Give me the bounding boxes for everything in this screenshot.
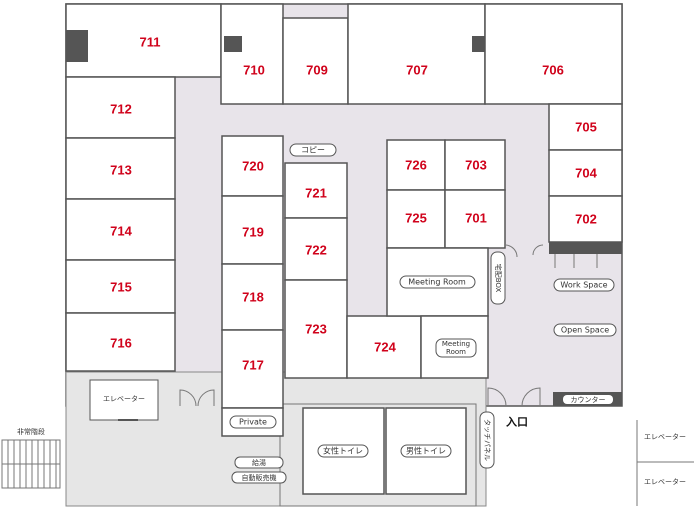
delivery-box-label: 宅配BOX [494,264,503,293]
work-space: Work Space [553,254,615,292]
room-709-label: 709 [306,63,328,78]
room-706-label: 706 [542,63,564,78]
room-716-label: 716 [110,336,132,351]
counter-label: カウンター [571,395,606,404]
room-701[interactable]: 701 [444,189,506,249]
copy-machine: コピー [289,143,337,157]
room-721-label: 721 [305,186,327,201]
room-704[interactable]: 704 [548,149,623,197]
room-715-label: 715 [110,280,132,295]
room-712[interactable]: 712 [65,76,176,139]
entrance-label: 入口 [506,416,528,429]
room-705[interactable]: 705 [548,103,623,151]
room-724[interactable]: 724 [346,315,422,379]
room-701-label: 701 [465,211,487,226]
meeting-room-large[interactable]: Meeting Room [386,247,489,317]
room-706[interactable]: 706 [484,3,623,105]
room-724-label: 724 [374,340,396,355]
touch-panel: タッチパネル [479,411,495,469]
kitchen-label: 給湯 [252,458,266,467]
entrance-door [487,387,541,407]
meeting-room-small[interactable]: Meeting Room [420,315,489,379]
emergency-stairs-label: 非常階段 [17,427,45,436]
room-714-label: 714 [110,224,132,239]
elevator-hall-label: エレベーター [103,394,145,403]
meeting-room-large-label: Meeting Room [408,278,466,287]
delivery-box: 宅配BOX [490,251,506,305]
room-723[interactable]: 723 [284,279,348,379]
room-713[interactable]: 713 [65,137,176,200]
room-707[interactable]: 707 [347,3,490,105]
room-720[interactable]: 720 [221,135,284,197]
room-725-label: 725 [405,211,427,226]
room-714[interactable]: 714 [65,198,176,261]
wall-block [549,242,622,254]
emergency-stairs: 非常階段 [1,427,61,489]
room-717[interactable]: 717 [221,329,284,409]
room-710-label: 710 [243,63,265,78]
open-space-label: Open Space [561,326,609,335]
private-room[interactable]: Private [221,407,284,437]
room-717-label: 717 [242,358,264,373]
room-713-label: 713 [110,163,132,178]
room-718-label: 718 [242,290,264,305]
private-label: Private [239,418,267,427]
touch-panel-label: タッチパネル [483,419,492,461]
copy-label: コピー [301,146,325,155]
room-722-label: 722 [305,243,327,258]
room-723-label: 723 [305,322,327,337]
room-704-label: 704 [575,166,597,181]
elevator-right-1-label: エレベーター [644,432,686,441]
reception-counter: カウンター [553,392,622,406]
room-715[interactable]: 715 [65,259,176,314]
room-712-label: 712 [110,102,132,117]
room-722[interactable]: 722 [284,217,348,281]
women-toilet[interactable]: 女性トイレ [302,407,385,495]
room-711[interactable]: 711 [65,3,222,78]
room-725[interactable]: 725 [386,189,446,249]
elevator-right-2-label: エレベーター [644,477,686,486]
work-space-label: Work Space [560,281,607,290]
door-left [179,389,215,407]
room-719-label: 719 [242,225,264,240]
room-726-label: 726 [405,158,427,173]
room-711-label: 711 [140,35,161,50]
vending-label: 自動販売機 [242,473,277,482]
room-716[interactable]: 716 [65,312,176,372]
room-720-label: 720 [242,159,264,174]
women-toilet-label: 女性トイレ [323,446,363,456]
elevator-right-bank: エレベーター エレベーター [636,420,694,506]
meeting-room-small-label-1: Meeting [442,340,470,348]
room-721[interactable]: 721 [284,162,348,219]
room-703-label: 703 [465,158,487,173]
room-707-label: 707 [406,63,428,78]
kitchen-area: 給湯 自動販売機 [231,456,287,484]
room-702[interactable]: 702 [548,195,623,243]
room-710[interactable]: 710 [220,3,284,105]
room-726[interactable]: 726 [386,139,446,191]
room-709[interactable]: 709 [282,17,349,105]
room-703[interactable]: 703 [444,139,506,191]
elevator-hall: エレベーター [89,379,159,421]
room-719[interactable]: 719 [221,195,284,265]
room-718[interactable]: 718 [221,263,284,331]
room-705-label: 705 [575,120,597,135]
men-toilet-label: 男性トイレ [406,446,446,456]
room-702-label: 702 [575,212,597,227]
open-space: Open Space [553,323,617,337]
men-toilet[interactable]: 男性トイレ [385,407,467,495]
door-swing-right [504,244,544,258]
meeting-room-small-label-2: Room [446,348,466,356]
